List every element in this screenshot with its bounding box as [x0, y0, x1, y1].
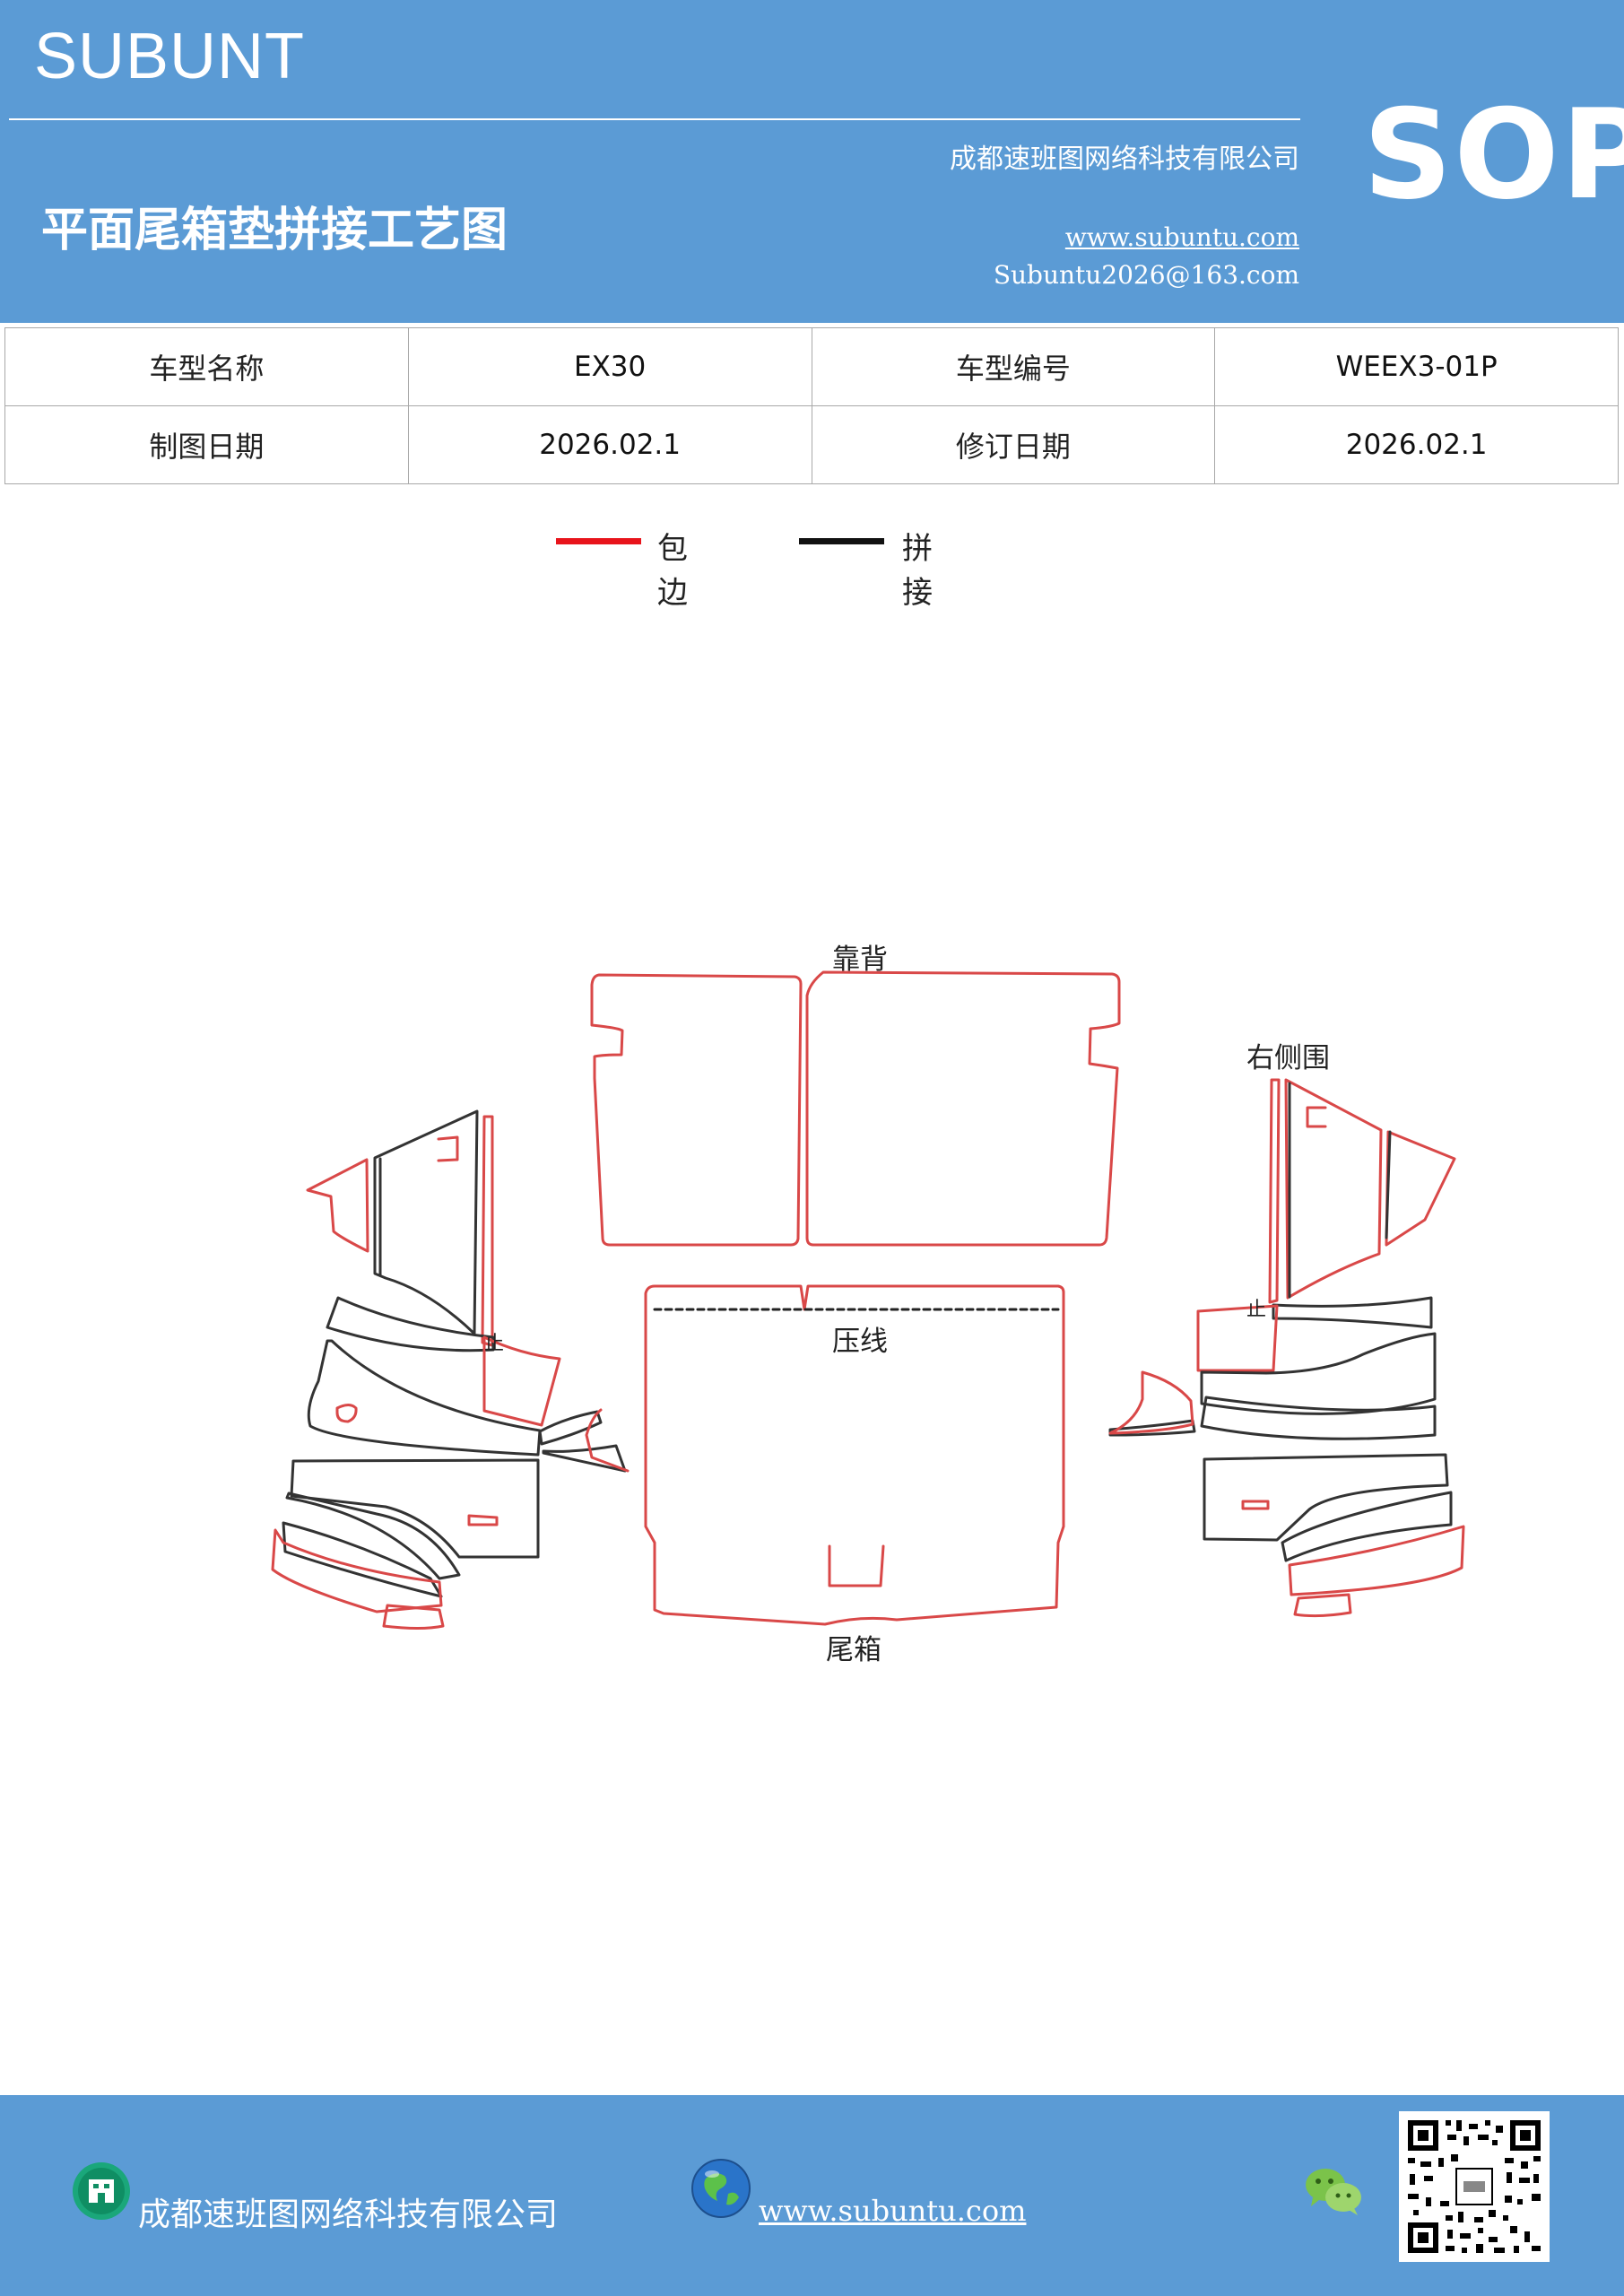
left-piece-right-fin2 — [538, 1410, 603, 1446]
vehicle-info-table: 车型名称 EX30 车型编号 WEEX3-01P 制图日期 2026.02.1 … — [4, 327, 1619, 484]
value-drawing-date: 2026.02.1 — [407, 405, 812, 484]
header-divider — [9, 118, 1300, 120]
left-piece-right-red — [585, 1408, 630, 1473]
sop-badge: SOP — [1363, 83, 1624, 227]
right-piece-low-red — [1288, 1525, 1465, 1596]
legend-label-seam: 拼接 — [902, 531, 933, 611]
left-piece-mid-body — [307, 1339, 542, 1457]
label-backrest: 靠背 — [832, 944, 888, 976]
header-banner: SUBUNT 平面尾箱垫拼接工艺图 成都速班图网络科技有限公司 www.subu… — [0, 0, 1624, 323]
left-piece-upper-narrow — [481, 1115, 494, 1347]
right-piece-bottom-tab — [1293, 1593, 1352, 1618]
label-press-line: 压线 — [832, 1326, 888, 1358]
right-piece-mid-body — [1200, 1332, 1437, 1415]
value-model-name: EX30 — [407, 327, 812, 406]
label-stop-right: 止 — [1246, 1299, 1267, 1321]
label-model-name: 车型名称 — [4, 327, 409, 406]
right-piece-mid-red — [1196, 1304, 1279, 1372]
value-model-code: WEEX3-01P — [1214, 327, 1619, 406]
brand-name: SUBUNT — [34, 21, 306, 92]
website-link[interactable]: www.subuntu.com — [1064, 222, 1299, 252]
right-piece-upper-cut — [1306, 1106, 1327, 1128]
label-drawing-date: 制图日期 — [4, 405, 409, 484]
globe-icon — [690, 2158, 751, 2222]
right-piece-upper-narrow — [1268, 1078, 1281, 1304]
left-piece-low-red-tab — [467, 1514, 499, 1526]
left-piece-low-strip1 — [285, 1492, 461, 1580]
table-row: 制图日期 2026.02.1 修订日期 2026.02.1 — [4, 405, 1619, 484]
table-row: 车型名称 EX30 车型编号 WEEX3-01P — [4, 327, 1619, 406]
footer-website-link[interactable]: www.subuntu.com — [759, 2194, 1027, 2228]
label-revision-date: 修订日期 — [811, 405, 1216, 484]
label-stop-left: 止 — [484, 1333, 505, 1355]
trunk-notch — [828, 1544, 885, 1587]
left-piece-mid-top — [326, 1296, 495, 1352]
label-model-code: 车型编号 — [811, 327, 1216, 406]
right-piece-left-fin — [1108, 1419, 1196, 1437]
right-piece-low-red-tab — [1241, 1500, 1270, 1510]
backrest-left-panel — [590, 973, 803, 1247]
right-piece-low-body — [1203, 1453, 1449, 1542]
left-piece-hole — [335, 1404, 358, 1423]
left-piece-low-strip2 — [282, 1521, 443, 1598]
left-piece-low-red — [271, 1528, 443, 1613]
left-piece-upper-tri — [306, 1158, 369, 1253]
right-piece-upper-tri — [1385, 1130, 1456, 1247]
backrest-right-panel — [805, 970, 1121, 1247]
qr-code — [1399, 2111, 1550, 2262]
right-piece-mid-top — [1272, 1296, 1433, 1329]
right-piece-upper-strip — [1284, 1078, 1383, 1300]
left-piece-low-body — [290, 1458, 540, 1559]
right-piece-left-red — [1108, 1370, 1194, 1435]
legend-label-binding: 包边 — [657, 531, 688, 611]
footer-banner: 成都速班图网络科技有限公司 www.subuntu.com — [0, 2095, 1624, 2296]
right-piece-upper-tri-seam — [1385, 1130, 1392, 1239]
left-piece-upper-strip — [373, 1109, 479, 1335]
trunk-floor-panel — [644, 1284, 1065, 1626]
company-name: 成都速班图网络科技有限公司 — [950, 144, 1299, 175]
legend-swatch-seam — [799, 538, 884, 544]
label-trunk: 尾箱 — [826, 1634, 881, 1666]
left-piece-upper-cut — [437, 1135, 459, 1162]
document-title: 平面尾箱垫拼接工艺图 — [41, 203, 508, 257]
wechat-icon — [1304, 2165, 1363, 2221]
legend-swatch-binding — [556, 538, 641, 544]
right-piece-low-strip — [1281, 1491, 1453, 1562]
email-address: Subuntu2026@163.com — [993, 260, 1299, 290]
label-right-side-wall: 右侧围 — [1246, 1042, 1330, 1074]
footer-company-name: 成都速班图网络科技有限公司 — [138, 2196, 559, 2233]
left-piece-mid-red — [482, 1335, 561, 1427]
right-piece-mid-body2 — [1200, 1396, 1437, 1440]
building-icon — [72, 2161, 131, 2224]
left-piece-bottom-tab — [382, 1604, 445, 1630]
value-revision-date: 2026.02.1 — [1214, 405, 1619, 484]
left-piece-right-fin — [542, 1444, 627, 1473]
